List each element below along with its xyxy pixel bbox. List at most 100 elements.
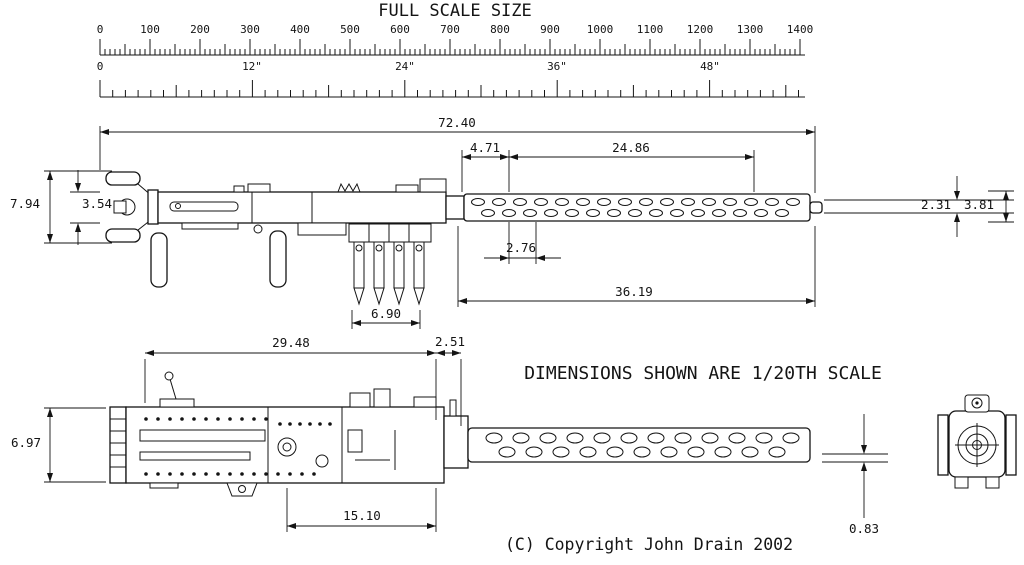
dim-text: 24.86 [612, 140, 650, 155]
sideplate-slot [169, 201, 239, 212]
bottom-plate [181, 222, 239, 230]
mm-label: 1000 [587, 23, 614, 36]
spade-grip-lower [105, 228, 141, 243]
dim-overall-length: 72.40 [99, 115, 816, 193]
ammo-belt [348, 223, 432, 306]
inch-label: 12" [242, 60, 262, 73]
rear-sight-leaf [337, 182, 361, 193]
annotations: DIMENSIONS SHOWN ARE 1/20TH SCALE (C) Co… [505, 363, 882, 554]
receiver-side [125, 406, 445, 484]
dim-barrel-diameters: 2.31 3.81 [824, 176, 1014, 237]
dim-text: 6.90 [371, 306, 401, 321]
cocking-lever-knob [164, 371, 174, 381]
dim-jacket-sections: 4.71 24.86 [461, 140, 755, 192]
dim-text: 2.76 [506, 240, 536, 255]
scale-note: DIMENSIONS SHOWN ARE 1/20TH SCALE [524, 363, 882, 384]
sideplate-pin [175, 203, 181, 209]
dim-text: 3.81 [964, 197, 994, 212]
barrel-jacket [463, 193, 811, 222]
dim-belt-width: 6.90 [351, 306, 421, 329]
mm-label: 300 [240, 23, 260, 36]
dim-base-length: 15.10 [286, 488, 437, 532]
dim-text: 2.31 [921, 197, 951, 212]
dim-text: 36.19 [615, 284, 653, 299]
front-view-left-plate [937, 414, 949, 476]
dim-text: 29.48 [272, 335, 310, 350]
rear-sight-base [247, 183, 271, 193]
mm-label: 1100 [637, 23, 664, 36]
barrel-collar [445, 195, 465, 220]
lock-frame [347, 429, 363, 453]
mm-label: 500 [340, 23, 360, 36]
dim-text: 15.10 [343, 508, 381, 523]
feed-slot [139, 429, 266, 442]
inch-label: 0 [97, 60, 104, 73]
dim-receiver-height-side: 6.97 [11, 407, 106, 483]
front-sight-dot [975, 401, 979, 405]
mm-label: 1400 [787, 23, 814, 36]
front-view-left-foot [954, 476, 969, 489]
backplate [147, 189, 159, 225]
front-sight-blade [449, 399, 457, 417]
pintle-lug [226, 482, 258, 497]
muzzle [809, 201, 823, 214]
gun-front-view [937, 394, 1017, 489]
mm-tick-marks [99, 39, 801, 55]
rivet-dots [144, 417, 332, 476]
dim-text: 3.54 [82, 196, 112, 211]
cartridge [393, 241, 405, 306]
dim-text: 72.40 [438, 115, 476, 130]
cartridge [353, 241, 365, 306]
top-view-dimensions: 72.40 4.71 24.86 7.94 3.54 [10, 115, 1014, 329]
dim-receiver-length: 29.48 2.51 [144, 334, 465, 426]
dim-jacket-inset: 2.76 [484, 222, 561, 264]
spade-grip-upper [105, 171, 141, 186]
dim-receiver-height-top: 3.54 [70, 170, 112, 245]
bolt-stud [277, 437, 297, 457]
dim-text: 6.97 [11, 435, 41, 450]
side-view-dimensions: 29.48 2.51 6.97 15.10 0.83 [11, 334, 888, 536]
mm-label: 800 [490, 23, 510, 36]
cover-hinge [395, 184, 419, 193]
trunnion-block [413, 396, 437, 408]
front-view-right-plate [1005, 414, 1017, 476]
bolt-stud-center [282, 442, 292, 452]
mm-label: 600 [390, 23, 410, 36]
charging-slot [139, 451, 251, 461]
pintle-hole [238, 485, 246, 493]
copyright-note: (C) Copyright John Drain 2002 [505, 535, 793, 554]
mm-label: 0 [97, 23, 104, 36]
jacket-cooling-holes [471, 198, 800, 217]
mm-label: 1300 [737, 23, 764, 36]
trigger-block [113, 200, 127, 214]
inch-tick-marks [99, 80, 799, 97]
dim-barrel-drop: 0.83 [822, 414, 888, 536]
front-view-right-foot [985, 476, 1000, 489]
front-grip [269, 230, 287, 288]
sight-housing [373, 388, 391, 408]
backplate-buffer [109, 406, 127, 484]
dim-text: 7.94 [10, 196, 40, 211]
mm-label: 200 [190, 23, 210, 36]
cover-latch [233, 185, 245, 193]
dim-text: 0.83 [849, 521, 879, 536]
feed-block [297, 222, 347, 236]
gun-side-view [109, 371, 811, 497]
inch-label: 48" [700, 60, 720, 73]
elevation-knob [253, 224, 263, 234]
mm-label: 700 [440, 23, 460, 36]
rear-lug [149, 482, 179, 489]
gun-top-view [105, 171, 823, 306]
dim-text: 2.51 [435, 334, 465, 349]
pin [315, 454, 329, 468]
inch-label: 36" [547, 60, 567, 73]
belt-links [348, 223, 432, 243]
cover-latch-side [159, 398, 195, 408]
receiver [157, 191, 447, 224]
cartridge [413, 241, 425, 306]
drawing-title: FULL SCALE SIZE [378, 1, 532, 21]
dim-text: 4.71 [470, 140, 500, 155]
rear-sight-folded [349, 392, 371, 408]
